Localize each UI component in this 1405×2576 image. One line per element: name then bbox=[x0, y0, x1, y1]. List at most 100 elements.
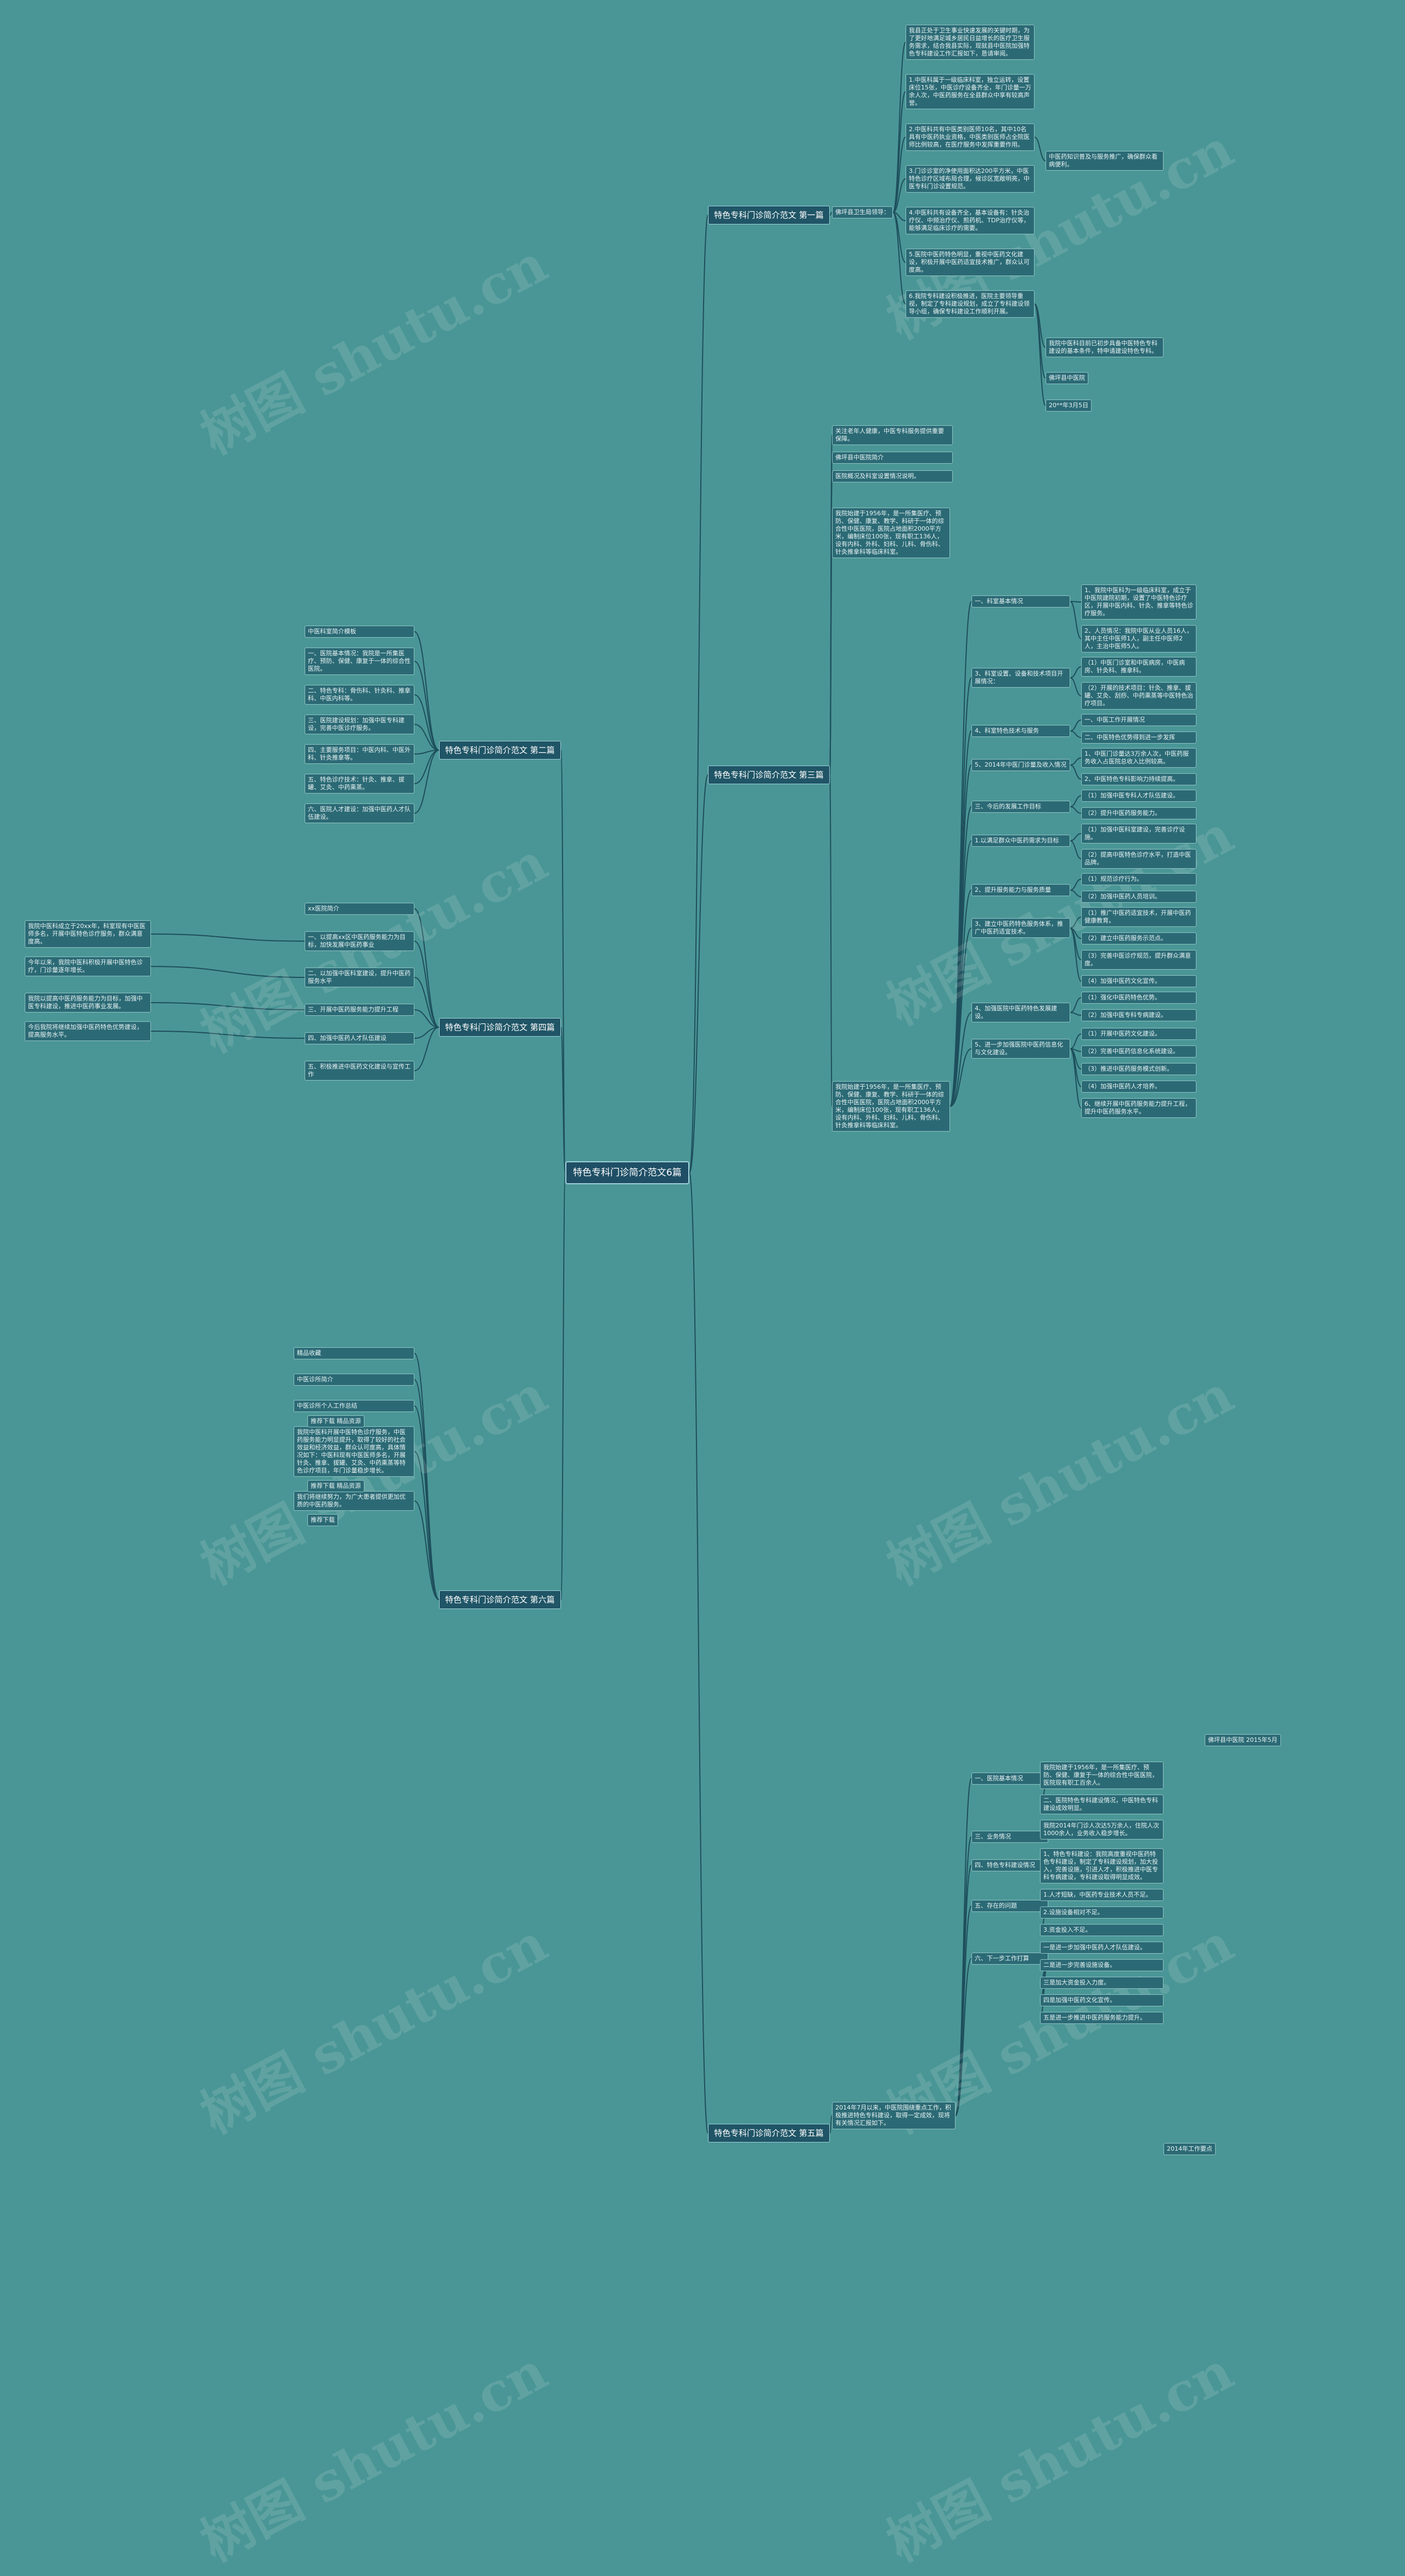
b4-note-1[interactable]: 今年以来，我院中医科积极开展中医特色诊疗，门诊量逐年增长。 bbox=[25, 957, 151, 976]
b3-group-5-item-0[interactable]: （1）加强中医科室建设，完善诊疗设施。 bbox=[1081, 824, 1196, 843]
branch-6[interactable]: 特色专科门诊简介范文 第六篇 bbox=[439, 1590, 561, 1609]
b3-group-0-item-1[interactable]: 2、人员情况：我院中医从业人员16人，其中主任中医师1人，副主任中医师2人，主治… bbox=[1081, 625, 1196, 653]
b5-group-3[interactable]: 五、存在的问题 bbox=[971, 1900, 1048, 1912]
b3-tail[interactable]: 佛坪县中医院 2015年5月 bbox=[1205, 1734, 1281, 1746]
b3-group-2[interactable]: 4、科室特色技术与服务 bbox=[971, 725, 1070, 737]
b4-item-0[interactable]: xx医院简介 bbox=[305, 903, 414, 915]
b3-group-2-item-0[interactable]: 一、中医工作开展情况 bbox=[1081, 714, 1196, 726]
b3-group-3-item-1[interactable]: 2、中医特色专科影响力持续提高。 bbox=[1081, 773, 1196, 785]
b3-group-9-item-2[interactable]: （3）推进中医药服务模式创新。 bbox=[1081, 1063, 1196, 1075]
b5-group-0[interactable]: 一、医院基本情况 bbox=[971, 1773, 1048, 1785]
b5-group-4-item-4[interactable]: 五是进一步推进中医药服务能力提升。 bbox=[1040, 2012, 1164, 2024]
b3-group-7-item-0[interactable]: （1）推广中医药适宜技术，开展中医药健康教育。 bbox=[1081, 907, 1196, 927]
b1-item-4[interactable]: 4.中医科共有设备齐全，基本设备有：针灸治疗仪、中频治疗仪、煎药机、TDP治疗仪… bbox=[906, 207, 1035, 234]
b3-group-7-item-1[interactable]: （2）建立中医药服务示范点。 bbox=[1081, 932, 1196, 944]
b3-intro-2[interactable]: 医院概况及科室设置情况说明。 bbox=[832, 470, 953, 482]
b5-summary[interactable]: 2014年7月以来，中医院围绕重点工作，积极推进特色专科建设，取得一定成效，现将… bbox=[832, 2102, 956, 2129]
b1-item-1[interactable]: 1.中医科属于一级临床科室，独立运转，设置床位15张，中医诊疗设备齐全，年门诊量… bbox=[906, 74, 1035, 109]
b6-tag-0[interactable]: 推荐下载 精品资源 bbox=[307, 1415, 364, 1427]
root-topic[interactable]: 特色专科门诊简介范文6篇 bbox=[565, 1161, 689, 1184]
b5-group-4-item-2[interactable]: 三是加大资金投入力度。 bbox=[1040, 1977, 1164, 1989]
b6-item-3[interactable]: 我院中医科开展中医特色诊疗服务，中医药服务能力明显提升，取得了较好的社会效益和经… bbox=[294, 1426, 414, 1477]
b1-sign[interactable]: 佛坪县中医院 bbox=[1046, 372, 1088, 384]
b4-note-2[interactable]: 我院以提高中医药服务能力为目标，加强中医专科建设，推进中医药事业发展。 bbox=[25, 993, 151, 1013]
b4-note-3[interactable]: 今后我院将继续加强中医药特色优势建设，提高服务水平。 bbox=[25, 1021, 151, 1041]
b5-group-2-item-0[interactable]: 1、特色专科建设：我院高度重视中医药特色专科建设，制定了专科建设规划，加大投入，… bbox=[1040, 1848, 1164, 1883]
b5-group-3-item-2[interactable]: 3.资金投入不足。 bbox=[1040, 1924, 1164, 1936]
branch-2[interactable]: 特色专科门诊简介范文 第三篇 bbox=[708, 766, 830, 784]
b2-item-2[interactable]: 二、特色专科：骨伤科、针灸科、推拿科、中医内科等。 bbox=[305, 685, 414, 705]
b1-subtitle[interactable]: 佛坪县卫生局领导： bbox=[832, 206, 893, 218]
b3-group-1[interactable]: 3、科室设置、设备和技术项目开展情况： bbox=[971, 668, 1070, 688]
b2-item-5[interactable]: 五、特色诊疗技术：针灸、推拿、拔罐、艾灸、中药熏蒸。 bbox=[305, 774, 414, 794]
b3-group-7-item-2[interactable]: （3）完善中医诊疗规范，提升群众满意度。 bbox=[1081, 950, 1196, 970]
b3-group-9-item-4[interactable]: 6、继续开展中医药服务能力提升工程，提升中医药服务水平。 bbox=[1081, 1098, 1196, 1118]
b2-item-0[interactable]: 中医科室简介模板 bbox=[305, 626, 414, 638]
b3-intro-1[interactable]: 佛坪县中医院简介 bbox=[832, 452, 953, 464]
b6-item-1[interactable]: 中医诊所简介 bbox=[294, 1374, 414, 1386]
b5-group-1-item-0[interactable]: 我院2014年门诊人次达5万余人，住院人次1000余人，业务收入稳步增长。 bbox=[1040, 1820, 1164, 1840]
branch-4[interactable]: 特色专科门诊简介范文 第二篇 bbox=[439, 741, 561, 760]
b3-group-1-item-1[interactable]: （2）开展的技术项目：针灸、推拿、拔罐、艾灸、刮痧、中药熏蒸等中医特色治疗项目。 bbox=[1081, 682, 1196, 710]
b1-note-2[interactable]: 我院中医科目前已初步具备中医特色专科建设的基本条件，特申请建设特色专科。 bbox=[1046, 338, 1164, 357]
b3-intro-0[interactable]: 关注老年人健康，中医专科服务提供重要保障。 bbox=[832, 425, 953, 445]
b3-group-0[interactable]: 一、科室基本情况 bbox=[971, 595, 1070, 608]
b4-item-2[interactable]: 二、以加强中医科室建设，提升中医药服务水平 bbox=[305, 968, 414, 987]
b5-group-3-item-0[interactable]: 1.人才短缺，中医药专业技术人员不足。 bbox=[1040, 1889, 1164, 1901]
b1-note-1[interactable]: 中医药知识普及与服务推广，确保群众看病便利。 bbox=[1046, 151, 1164, 171]
b1-date[interactable]: 20**年3月5日 bbox=[1046, 400, 1092, 412]
b5-badge[interactable]: 2014年工作要点 bbox=[1164, 2143, 1216, 2155]
b1-item-3[interactable]: 3.门诊诊室的净使用面积达200平方米，中医特色诊疗区域布局合理，候诊区宽敞明亮… bbox=[906, 165, 1035, 193]
b3-group-1-item-0[interactable]: （1）中医门诊室和中医病房，中医病房、针灸科、推拿科。 bbox=[1081, 657, 1196, 677]
b3-group-5[interactable]: 1.以满足群众中医药需求为目标 bbox=[971, 835, 1070, 847]
b3-summary[interactable]: 我院始建于1956年，是一所集医疗、预防、保健、康复、教学、科研于一体的综合性中… bbox=[832, 508, 950, 558]
b3-group-2-item-1[interactable]: 二、中医特色优势得到进一步发挥 bbox=[1081, 732, 1196, 744]
b4-item-5[interactable]: 五、积极推进中医药文化建设与宣传工作 bbox=[305, 1061, 414, 1081]
b5-group-4-item-3[interactable]: 四是加强中医药文化宣传。 bbox=[1040, 1994, 1164, 2006]
b3-group-3[interactable]: 5、2014年中医门诊量及收入情况 bbox=[971, 759, 1070, 771]
b3-group-4[interactable]: 三、今后的发展工作目标 bbox=[971, 801, 1070, 813]
b2-item-6[interactable]: 六、医院人才建设：加强中医药人才队伍建设。 bbox=[305, 803, 414, 823]
branch-1[interactable]: 特色专科门诊简介范文 第一篇 bbox=[708, 206, 830, 224]
b4-item-1[interactable]: 一、以提高xx区中医药服务能力为目标，加快发展中医药事业 bbox=[305, 931, 414, 951]
b5-group-2[interactable]: 四、特色专科建设情况 bbox=[971, 1859, 1048, 1871]
b3-group-9-item-3[interactable]: （4）加强中医药人才培养。 bbox=[1081, 1081, 1196, 1093]
b5-group-3-item-1[interactable]: 2.设施设备相对不足。 bbox=[1040, 1906, 1164, 1919]
b1-item-0[interactable]: 我县正处于卫生事业快速发展的关键时期，为了更好地满足城乡居民日益增长的医疗卫生服… bbox=[906, 25, 1035, 60]
b3-group-3-item-0[interactable]: 1、中医门诊量达3万余人次，中医药服务收入占医院总收入比例较高。 bbox=[1081, 748, 1196, 768]
b6-item-2[interactable]: 中医诊所个人工作总结 bbox=[294, 1400, 414, 1412]
b3-group-9-item-0[interactable]: （1）开展中医药文化建设。 bbox=[1081, 1028, 1196, 1040]
b4-item-3[interactable]: 三、开展中医药服务能力提升工程 bbox=[305, 1004, 414, 1016]
b1-item-5[interactable]: 5.医院中医药特色明显，重视中医药文化建设，积极开展中医药适宜技术推广，群众认可… bbox=[906, 249, 1035, 276]
b3-group-9-item-1[interactable]: （2）完善中医药信息化系统建设。 bbox=[1081, 1045, 1196, 1058]
b6-tag-2[interactable]: 推荐下载 bbox=[307, 1514, 338, 1526]
b3-group-7-item-3[interactable]: （4）加强中医药文化宣传。 bbox=[1081, 975, 1196, 987]
b3-group-8-item-0[interactable]: （1）强化中医药特色优势。 bbox=[1081, 992, 1196, 1004]
b1-item-2[interactable]: 2.中医科共有中医类别医师10名，其中10名具有中医药执业资格，中医类别医师占全… bbox=[906, 123, 1035, 151]
b5-group-4-item-1[interactable]: 二是进一步完善设施设备。 bbox=[1040, 1959, 1164, 1971]
b5-group-1[interactable]: 三、业务情况 bbox=[971, 1831, 1048, 1843]
b3-group-6-item-1[interactable]: （2）加强中医药人员培训。 bbox=[1081, 891, 1196, 903]
b4-note-0[interactable]: 我院中医科成立于20xx年，科室现有中医医师多名，开展中医特色诊疗服务，群众满意… bbox=[25, 920, 151, 948]
branch-3[interactable]: 特色专科门诊简介范文 第五篇 bbox=[708, 2124, 830, 2142]
b2-item-1[interactable]: 一、医院基本情况：我院是一所集医疗、预防、保健、康复于一体的综合性医院。 bbox=[305, 648, 414, 675]
b3-group-5-item-1[interactable]: （2）提高中医特色诊疗水平，打造中医品牌。 bbox=[1081, 849, 1196, 869]
b4-item-4[interactable]: 四、加强中医药人才队伍建设 bbox=[305, 1032, 414, 1044]
b6-item-4[interactable]: 我们将继续努力，为广大患者提供更加优质的中医药服务。 bbox=[294, 1491, 414, 1511]
b3-group-6[interactable]: 2、提升服务能力与服务质量 bbox=[971, 884, 1070, 896]
b3-group-8[interactable]: 4、加强医院中医药特色发展建设。 bbox=[971, 1003, 1070, 1022]
branch-5[interactable]: 特色专科门诊简介范文 第四篇 bbox=[439, 1018, 561, 1037]
b5-group-0-item-1[interactable]: 二、医院特色专科建设情况，中医特色专科建设成效明显。 bbox=[1040, 1795, 1164, 1814]
b5-group-4-item-0[interactable]: 一是进一步加强中医药人才队伍建设。 bbox=[1040, 1942, 1164, 1954]
b1-item-6[interactable]: 6.我院专科建设积极推进，医院主要领导重视，制定了专科建设规划，成立了专科建设领… bbox=[906, 290, 1035, 318]
b3-center-text[interactable]: 我院始建于1956年，是一所集医疗、预防、保健、康复、教学、科研于一体的综合性中… bbox=[832, 1081, 950, 1132]
b3-group-0-item-0[interactable]: 1、我院中医科为一级临床科室，成立于中医院建院初期，设置了中医特色诊疗区，开展中… bbox=[1081, 584, 1196, 620]
b6-tag-1[interactable]: 推荐下载 精品资源 bbox=[307, 1480, 364, 1492]
b3-group-7[interactable]: 3、建立中医药特色服务体系，推广中医药适宜技术。 bbox=[971, 918, 1070, 938]
b2-item-3[interactable]: 三、医院建设规划：加强中医专科建设，完善中医诊疗服务。 bbox=[305, 715, 414, 734]
b3-group-6-item-0[interactable]: （1）规范诊疗行为。 bbox=[1081, 873, 1196, 885]
b3-group-4-item-1[interactable]: （2）提升中医药服务能力。 bbox=[1081, 807, 1196, 819]
b3-group-9[interactable]: 5、进一步加强医院中医药信息化与文化建设。 bbox=[971, 1039, 1070, 1059]
b5-group-0-item-0[interactable]: 我院始建于1956年，是一所集医疗、预防、保健、康复于一体的综合性中医医院，医院… bbox=[1040, 1762, 1164, 1789]
b2-item-4[interactable]: 四、主要服务项目：中医内科、中医外科、针灸推拿等。 bbox=[305, 744, 414, 764]
